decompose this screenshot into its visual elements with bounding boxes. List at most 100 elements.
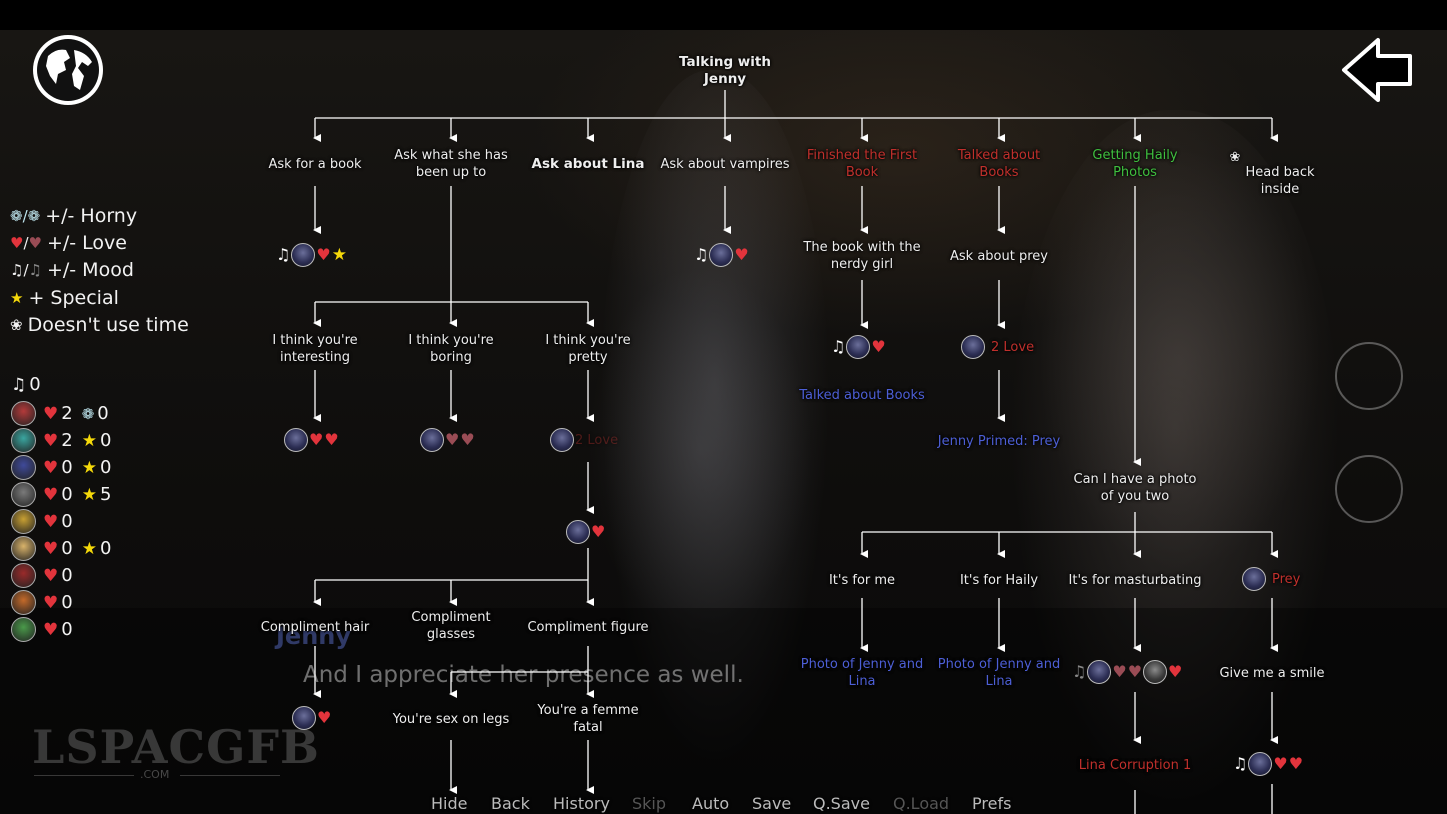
quick-menu-q-save[interactable]: Q.Save — [813, 794, 870, 813]
result-ask-about-prey: 2 Love — [961, 334, 1034, 360]
option-been-up-to[interactable]: Ask what she has been up to — [394, 148, 508, 180]
flower-icon: ❀ — [1229, 150, 1241, 165]
jenny-avatar — [961, 335, 985, 359]
option-pretty[interactable]: I think you're pretty — [545, 333, 631, 365]
watermark-rule-left — [34, 775, 134, 776]
quick-menu-save[interactable]: Save — [752, 794, 792, 813]
quick-menu-back[interactable]: Back — [491, 794, 530, 813]
option-compliment-figure[interactable]: Compliment figure — [527, 620, 649, 635]
character-stat-row: ♥0★0 — [11, 536, 111, 561]
quick-menu-q-load[interactable]: Q.Load — [893, 794, 950, 813]
result-lina: ♥ — [566, 519, 605, 545]
heart-icon: ♥ — [316, 245, 331, 264]
jenny-avatar — [292, 706, 316, 730]
character-portrait — [11, 509, 36, 534]
option-its-for-me[interactable]: It's for me — [828, 573, 896, 588]
result-pretty: 2 Love — [550, 427, 618, 453]
star-icon: ★ — [81, 457, 97, 478]
character-portrait — [11, 455, 36, 480]
jenny-avatar — [1087, 660, 1112, 684]
heart-icon: ♥ — [1273, 754, 1288, 773]
star-icon: ★ — [331, 245, 347, 265]
broken-heart-icon: ♥ — [460, 430, 475, 449]
back-arrow-icon[interactable] — [1340, 36, 1416, 104]
item-photo-jenny-lina-1: Photo of Jenny and Lina — [800, 657, 924, 689]
option-its-for-haily[interactable]: It's for Haily — [959, 573, 1039, 588]
broken-heart-icon: ♥ — [445, 430, 460, 449]
option-talked-about-books[interactable]: Talked about Books — [957, 148, 1041, 180]
result-masturbating: ♫ ♥ ♥ ♥ — [1072, 659, 1182, 685]
result-compliment-hair: ♥ — [292, 705, 331, 731]
quick-menu-skip[interactable]: Skip — [632, 794, 667, 813]
jenny-avatar — [550, 428, 574, 452]
flower-icon: ❀ — [10, 316, 23, 334]
music-note-icon: ♫/♫ — [10, 261, 42, 279]
character-stat-row: ♥2★0 — [11, 428, 111, 453]
character-portrait — [11, 536, 36, 561]
star-icon: ★ — [81, 538, 97, 559]
character-stat-row: ♥0 — [11, 617, 73, 642]
option-photo-of-you-two[interactable]: Can I have a photo of you two — [1073, 472, 1197, 504]
heart-icon: ♥ — [1168, 662, 1183, 681]
character-portrait — [11, 401, 36, 426]
heart-icon: ♥ — [43, 484, 59, 505]
result-boring: ♥ ♥ — [420, 427, 475, 453]
option-nerdy-girl-book[interactable]: The book with the nerdy girl — [803, 240, 921, 272]
result-nerdy-girl-book: ♫ ♥ — [831, 334, 886, 360]
legend-mood: ♫/♫ +/- Mood — [10, 259, 134, 281]
option-boring[interactable]: I think you're boring — [408, 333, 494, 365]
side-button-top[interactable] — [1335, 342, 1403, 410]
option-head-back-inside[interactable]: ❀Head back inside — [1229, 150, 1315, 197]
quick-menu-history[interactable]: History — [553, 794, 610, 813]
conversation-title: Talking with Jenny — [679, 54, 771, 87]
jenny-avatar — [291, 243, 316, 267]
jenny-avatar — [846, 335, 871, 359]
option-sex-on-legs[interactable]: You're sex on legs — [392, 712, 510, 727]
option-give-me-a-smile[interactable]: Give me a smile — [1219, 666, 1325, 681]
option-femme-fatal[interactable]: You're a femme fatal — [537, 703, 639, 735]
character-stat-row: ♥0★0 — [11, 455, 111, 480]
heart-icon: ♥ — [43, 430, 59, 451]
heart-icon: ♥ — [43, 511, 59, 532]
character-jenny — [1010, 110, 1340, 810]
option-its-for-masturbating[interactable]: It's for masturbating — [1068, 573, 1202, 588]
jenny-avatar — [709, 243, 734, 267]
legend-special: ★ + Special — [10, 287, 119, 309]
quick-menu-hide[interactable]: Hide — [431, 794, 468, 813]
character-stat-row: ♥0★5 — [11, 482, 111, 507]
watermark-sub: .COM — [140, 768, 170, 781]
option-compliment-hair[interactable]: Compliment hair — [260, 620, 370, 635]
option-compliment-glasses[interactable]: Compliment glasses — [411, 610, 491, 642]
haily-avatar — [1143, 660, 1168, 684]
option-ask-about-vampires[interactable]: Ask about vampires — [660, 157, 790, 172]
option-ask-about-lina[interactable]: Ask about Lina — [531, 156, 645, 172]
option-getting-haily-photos[interactable]: Getting Haily Photos — [1092, 148, 1178, 180]
quick-menu-auto[interactable]: Auto — [692, 794, 730, 813]
globe-icon[interactable] — [30, 32, 106, 108]
watermark-logo: LSPACGFB — [32, 720, 320, 774]
music-note-icon: ♫ — [276, 245, 291, 264]
heart-icon: ♥ — [324, 430, 339, 449]
legend-love: ♥/♥ +/- Love — [10, 232, 127, 254]
flag-talked-about-books: Talked about Books — [799, 388, 925, 403]
side-button-bottom[interactable] — [1335, 455, 1403, 523]
character-portrait — [11, 482, 36, 507]
quick-menu-prefs[interactable]: Prefs — [972, 794, 1012, 813]
legend-horny: ❁/❁ +/- Horny — [10, 205, 138, 227]
jenny-avatar — [284, 428, 308, 452]
heart-icon: ♥ — [43, 403, 59, 424]
heart-icon: ♥ — [43, 565, 59, 586]
legend-no-time: ❀ Doesn't use time — [10, 314, 189, 336]
option-interesting[interactable]: I think you're interesting — [272, 333, 358, 365]
star-icon: ★ — [10, 289, 24, 307]
broken-heart-icon: ♥ — [1112, 662, 1127, 681]
character-stat-row: ♥2❁0 — [11, 401, 109, 426]
option-finished-first-book[interactable]: Finished the First Book — [806, 148, 918, 180]
heart-icon: ♥/♥ — [10, 234, 42, 252]
jenny-avatar — [566, 520, 590, 544]
option-ask-about-prey[interactable]: Ask about prey — [950, 249, 1048, 264]
result-interesting: ♥ ♥ — [284, 427, 339, 453]
music-note-icon: ♫ — [831, 337, 846, 356]
option-ask-for-book[interactable]: Ask for a book — [268, 157, 362, 172]
heart-icon: ♥ — [1288, 754, 1304, 773]
